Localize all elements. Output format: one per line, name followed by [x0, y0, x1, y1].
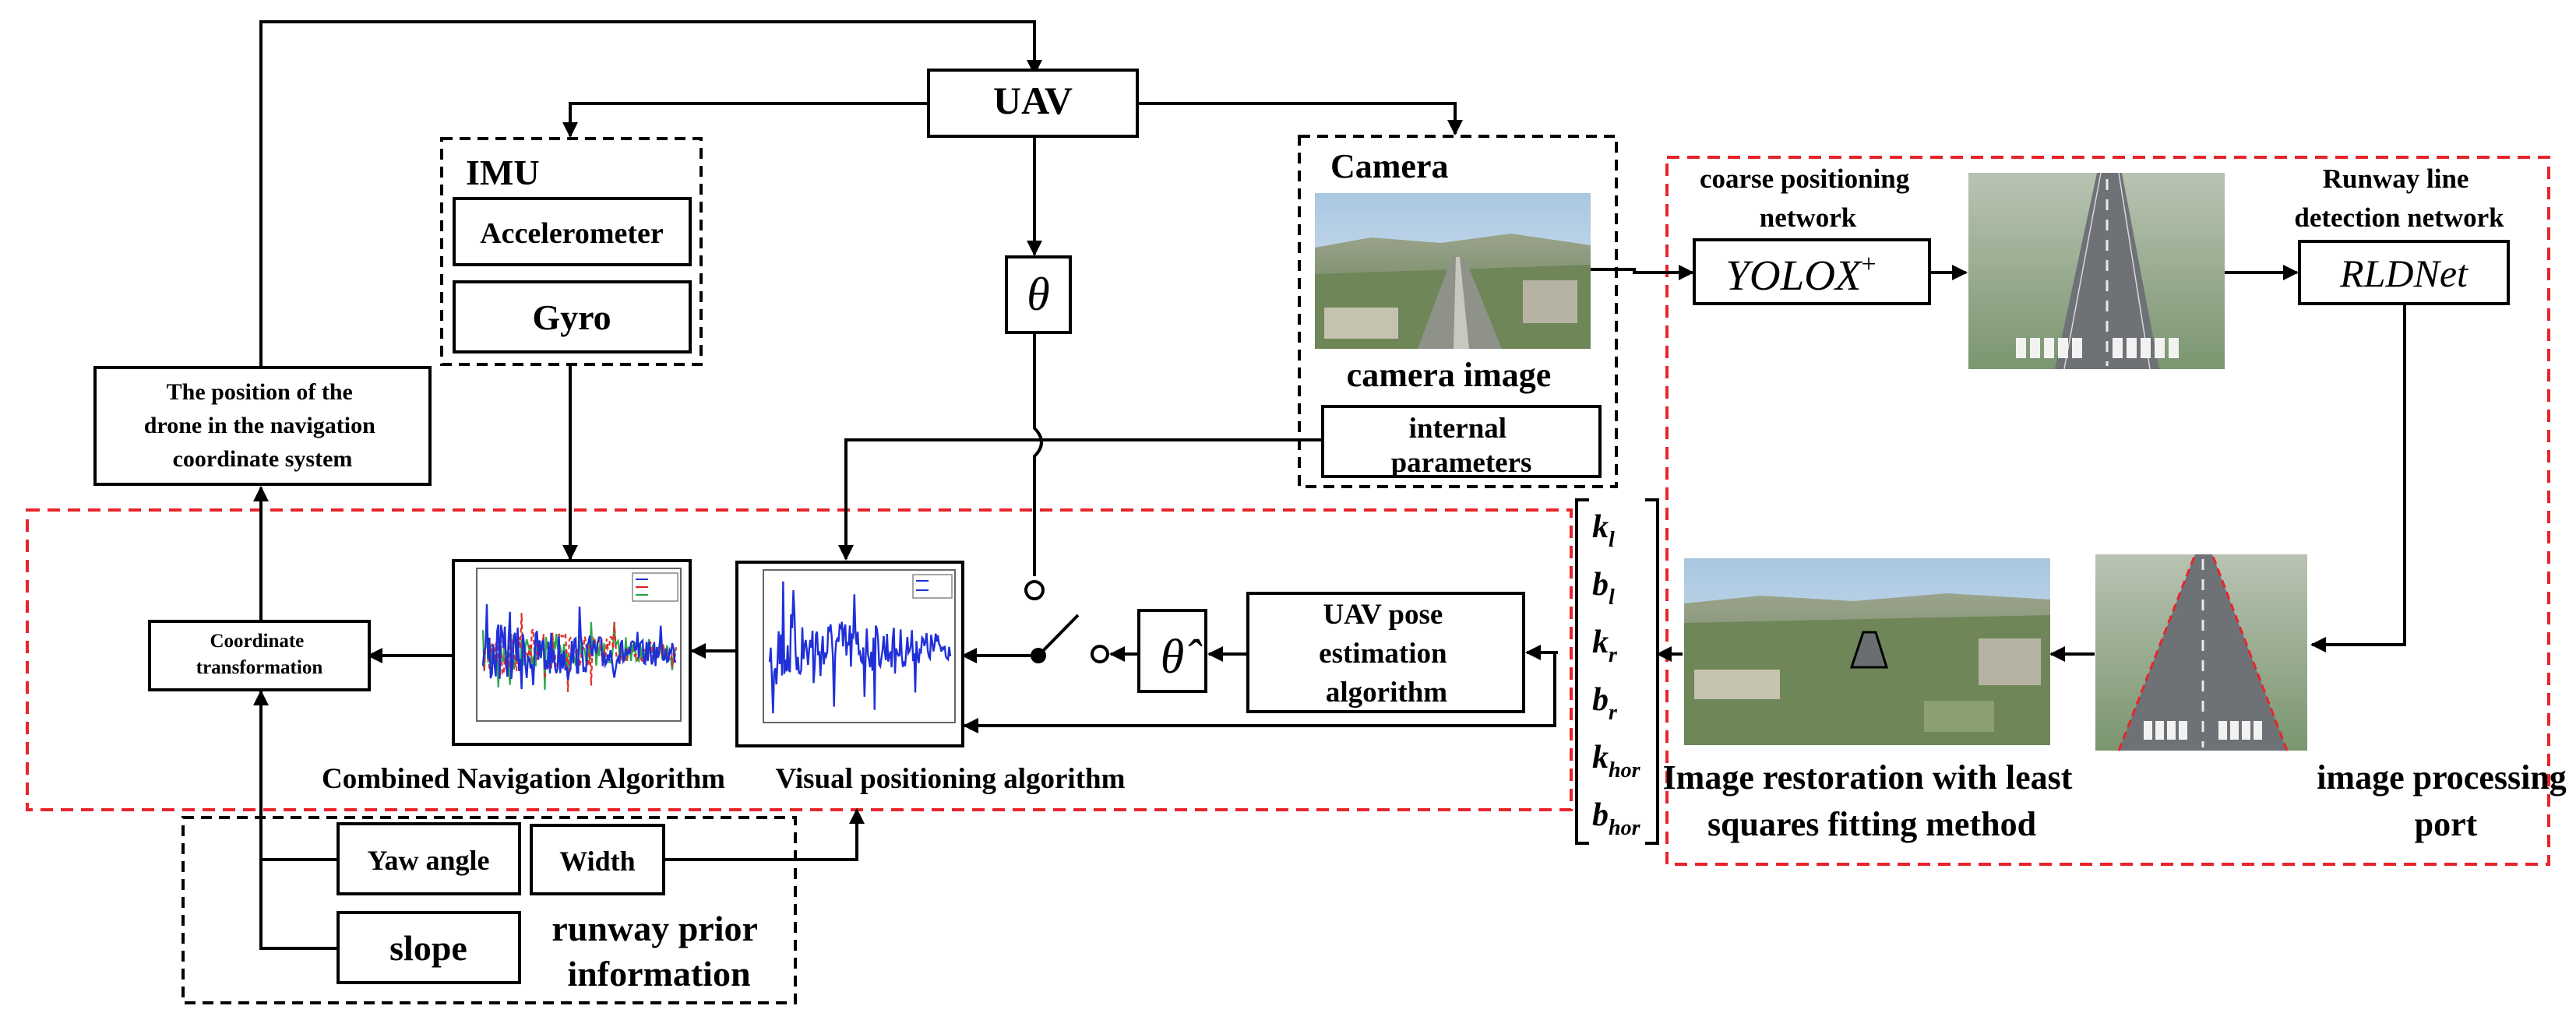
position-label: The position of the drone in the navigat…: [144, 379, 382, 472]
rldnet-box: [2298, 240, 2510, 305]
coordinate-transformation-box: [148, 620, 371, 691]
line-parameters-bracket: [1575, 498, 1659, 845]
restored-image: [1684, 558, 2050, 745]
accelerometer-label: Accelerometer: [480, 217, 664, 250]
prior-info-label: runway prior information: [551, 909, 766, 994]
pose-algorithm-box: [1246, 592, 1525, 713]
connectors: [253, 20, 2406, 950]
line-param-b-l: bl: [1592, 567, 1615, 610]
detection-region: [1665, 156, 2550, 866]
visual-positioning-label: Visual positioning algorithm: [776, 763, 1126, 795]
uav-label: UAV: [993, 79, 1073, 122]
internal-parameters-box: [1321, 405, 1602, 478]
fusion-region: [26, 508, 1573, 811]
camera-photo: [1315, 193, 1591, 349]
coordinate-transformation-label: Coordinate transformation: [196, 631, 323, 678]
line-param-k-hor: khor: [1592, 740, 1641, 783]
processing-label: image processing port: [2317, 758, 2575, 843]
yolox-box: [1693, 238, 1931, 305]
processed-runway-image: [2095, 554, 2307, 751]
yaw-angle-label: Yaw angle: [367, 845, 489, 876]
camera-image-label: camera image: [1347, 356, 1552, 394]
width-box: [530, 824, 665, 895]
gyro-label: Gyro: [532, 297, 611, 337]
yolox-label: YOLOX+: [1725, 250, 1876, 299]
theta-box: [1005, 255, 1072, 334]
uav-box: [927, 69, 1139, 138]
internal-parameters-label: internal parameters: [1391, 413, 1532, 479]
line-param-b-r: br: [1592, 682, 1618, 725]
prior-group: [181, 816, 797, 1004]
runway-network-label: Runway line detection network: [2294, 164, 2504, 233]
rldnet-label: RLDNet: [2339, 251, 2469, 295]
switch-pivot: [1031, 648, 1046, 663]
combined-navigation-label: Combined Navigation Algorithm: [322, 763, 725, 795]
pose-algorithm-label: UAV pose estimation algorithm: [1319, 599, 1454, 709]
theta-hat-box: [1137, 609, 1207, 693]
coarse-network-label: coarse positioning network: [1700, 164, 1916, 233]
camera-group: [1298, 135, 1618, 488]
imu-title: IMU: [466, 153, 540, 192]
position-box: [93, 366, 432, 486]
theta-symbol: θ: [1027, 269, 1049, 320]
line-param-b-hor: bhor: [1592, 797, 1641, 840]
restoration-label: Image restoration with least squares fit…: [1663, 758, 2081, 843]
slope-box: [337, 911, 521, 984]
line-param-k-l: kl: [1592, 509, 1615, 552]
switch-top-contact: [1024, 580, 1045, 600]
gyro-box: [453, 280, 692, 353]
width-label: Width: [559, 846, 635, 877]
yaw-angle-box: [337, 822, 521, 895]
accelerometer-box: [453, 197, 692, 266]
camera-title: Camera: [1330, 147, 1449, 185]
combined-navigation-plot: [452, 559, 692, 746]
visual-positioning-plot: [735, 561, 964, 747]
switch-bottom-contact: [1091, 645, 1109, 663]
slope-label: slope: [389, 928, 467, 968]
runway-image: [1968, 172, 2225, 370]
line-parameters: kl bl kr br khor bhor: [1592, 509, 1641, 840]
line-param-k-r: kr: [1592, 624, 1618, 667]
